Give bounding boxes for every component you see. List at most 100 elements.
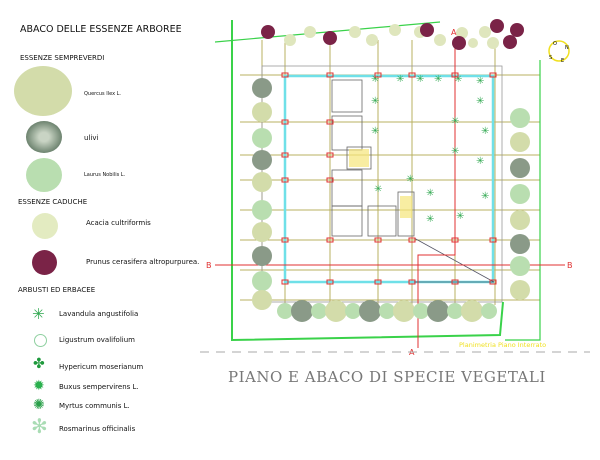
legend-label-quercus: Quercus Ilex L.	[84, 91, 122, 97]
tree-icon	[510, 132, 530, 152]
laurel-tree-icon	[26, 158, 62, 192]
tree-icon	[420, 23, 434, 37]
shrub-icon: ✳	[481, 191, 489, 202]
tree-icon	[252, 78, 272, 98]
section-b-left-label: B	[206, 261, 212, 270]
tree-icon	[487, 37, 499, 49]
legend-label-prunus: Prunus cerasifera altropurpurea.	[86, 258, 200, 266]
legend-label-buxus: Buxus sempervirens L.	[59, 383, 139, 391]
tree-icon	[323, 31, 337, 45]
legend-label-rosmarinus: Rosmarinus officinalis	[59, 425, 136, 433]
svg-text:E: E	[561, 58, 564, 64]
tree-icon	[291, 300, 313, 322]
svg-text:O: O	[553, 41, 557, 47]
tree-icon	[349, 26, 361, 38]
column-marker	[326, 119, 334, 125]
column-marker	[451, 72, 459, 78]
tree-icon	[252, 128, 272, 148]
room	[367, 205, 397, 237]
hypericum-icon: ✤	[33, 356, 45, 372]
column-marker	[326, 177, 334, 183]
column-marker	[281, 177, 289, 183]
tree-icon	[393, 300, 415, 322]
section-heading-shrubs: ARBUSTI ED ERBACEE	[18, 286, 96, 294]
tree-icon	[510, 256, 530, 276]
tree-icon	[379, 303, 395, 319]
column-marker	[326, 152, 334, 158]
legend-label-ligustrum: Ligustrum ovalifolium	[59, 336, 135, 344]
tree-icon	[479, 26, 491, 38]
column-marker	[374, 279, 382, 285]
section-heading-evergreen: ESSENZE SEMPREVERDI	[20, 54, 105, 62]
page-title: PIANO E ABACO DI SPECIE VEGETALI	[228, 368, 546, 386]
shrub-icon: ✳	[396, 74, 404, 85]
tree-icon	[252, 102, 272, 122]
shrub-icon: ✳	[481, 126, 489, 137]
shrub-icon: ✳	[476, 76, 484, 87]
tree-icon	[510, 234, 530, 254]
shrub-icon: ✳	[371, 96, 379, 107]
svg-text:S: S	[549, 55, 552, 61]
legend-label-myrtus: Myrtus communis L.	[59, 402, 130, 410]
tree-icon	[311, 303, 327, 319]
ligustrum-icon	[34, 334, 47, 347]
tree-icon	[261, 25, 275, 39]
shrub-icon: ✳	[426, 214, 434, 225]
tree-icon	[252, 222, 272, 242]
quercus-ilex-icon	[14, 66, 72, 116]
shrub-icon: ✳	[371, 74, 379, 85]
shrub-icon: ✳	[476, 96, 484, 107]
site-boundary-east	[505, 60, 541, 341]
tree-icon	[252, 200, 272, 220]
tree-icon	[427, 300, 449, 322]
tree-icon	[510, 184, 530, 204]
tree-icon	[481, 303, 497, 319]
section-b-right-label: B	[567, 261, 573, 270]
legend-label-acacia: Acacia cultriformis	[86, 219, 151, 227]
tree-icon	[325, 300, 347, 322]
column-marker	[326, 279, 334, 285]
tree-icon	[252, 290, 272, 310]
tree-icon	[252, 246, 272, 266]
rooms	[331, 79, 415, 237]
tree-icon	[510, 158, 530, 178]
olive-tree-icon	[26, 121, 62, 153]
column-marker	[489, 237, 497, 243]
column-marker	[374, 72, 382, 78]
room	[346, 146, 372, 170]
tree-icon	[252, 150, 272, 170]
column-marker	[408, 237, 416, 243]
tree-icon	[252, 271, 272, 291]
prunus-icon	[32, 250, 57, 275]
room	[331, 115, 363, 151]
columns	[281, 72, 497, 285]
tree-icon	[510, 23, 524, 37]
legend-title: ABACO DELLE ESSENZE ARBOREE	[20, 24, 182, 35]
compass-icon: O N S E	[548, 40, 570, 64]
tree-icon	[389, 24, 401, 36]
myrtus-icon: ✺	[33, 397, 45, 413]
tree-icon	[461, 300, 483, 322]
column-marker	[281, 119, 289, 125]
legend-label-ulivi: ulivi	[84, 134, 99, 142]
rosemary-icon: ✻	[31, 414, 48, 438]
tree-icon	[510, 108, 530, 128]
tree-icon	[304, 26, 316, 38]
column-marker	[281, 237, 289, 243]
shrub-icon: ✳	[451, 116, 459, 127]
tree-icon	[468, 38, 478, 48]
tree-icon	[252, 172, 272, 192]
shrub-icon: ✳	[451, 146, 459, 157]
column-marker	[326, 237, 334, 243]
svg-text:N: N	[565, 45, 569, 51]
tree-icon	[284, 34, 296, 46]
legend-label-hypericum: Hypericum moserianum	[59, 363, 144, 371]
tree-icon	[447, 303, 463, 319]
lavender-icon: ✳	[32, 305, 45, 323]
tree-icon	[434, 34, 446, 46]
shrub-icon: ✳	[456, 211, 464, 222]
tree-icon	[413, 303, 429, 319]
room	[331, 79, 363, 113]
legend-label-lavandula: Lavandula angustifolia	[59, 310, 139, 318]
shrub-icon: ✳	[374, 184, 382, 195]
